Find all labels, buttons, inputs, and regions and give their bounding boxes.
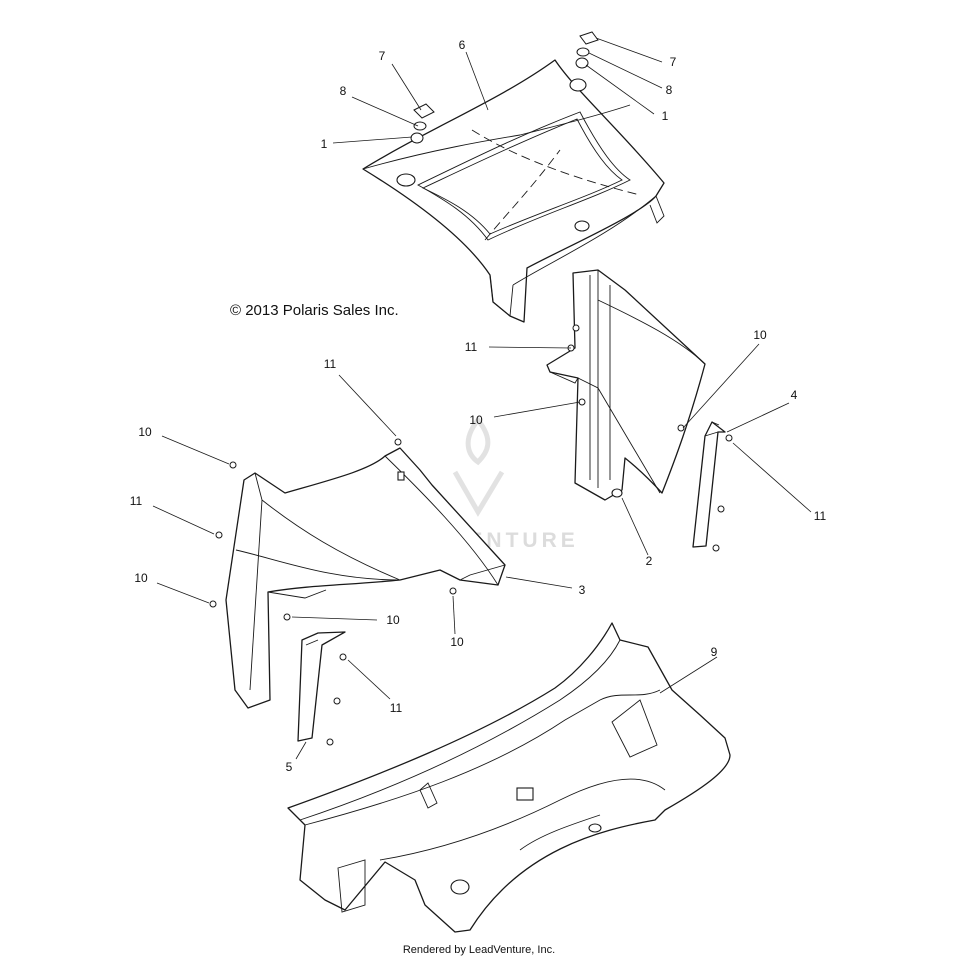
part-3-left-panel (225, 447, 506, 709)
callout-11-left-mid: 11 (130, 494, 143, 508)
part-9-floor-tub (287, 622, 731, 933)
callout-10-left-low: 10 (134, 571, 148, 585)
copyright-text: © 2013 Polaris Sales Inc. (230, 302, 399, 319)
callout-10-center: 10 (386, 613, 400, 627)
leader-lines (152, 37, 812, 760)
callout-11-upper: 11 (465, 340, 478, 354)
washer-icon (413, 121, 427, 131)
callout-10-left-top: 10 (138, 425, 152, 439)
callout-10-bottom: 10 (450, 635, 464, 649)
rendered-by-text: Rendered by LeadVenture, Inc. (403, 944, 555, 956)
callout-9: 9 (711, 645, 718, 659)
callout-11-left-top: 11 (324, 357, 337, 371)
part-4-right-bracket (692, 421, 726, 548)
part-5-left-bracket (297, 631, 346, 742)
callout-7-left: 7 (379, 49, 386, 63)
callout-2: 2 (646, 554, 653, 568)
callout-8-left: 8 (340, 84, 347, 98)
callout-11-right: 11 (814, 509, 827, 523)
part-2-right-panel (546, 269, 706, 501)
callout-7-right: 7 (670, 55, 677, 69)
clip-icon (413, 103, 435, 119)
watermark-flame-icon (465, 415, 491, 466)
callout-5: 5 (286, 760, 293, 774)
part-6-top-panel (362, 59, 665, 323)
watermark-v-icon (452, 470, 505, 517)
callout-3: 3 (579, 583, 586, 597)
callout-11-lower: 11 (390, 701, 403, 715)
callout-6: 6 (459, 38, 466, 52)
callout-1-right: 1 (662, 109, 669, 123)
callout-8-right: 8 (666, 83, 673, 97)
callout-4: 4 (791, 388, 798, 402)
fasteners-top (410, 31, 599, 144)
washer-icon (576, 47, 590, 57)
clip-icon (579, 31, 599, 45)
loose-fasteners (209, 324, 733, 746)
callout-1-left: 1 (321, 137, 328, 151)
callout-10-mid: 10 (469, 413, 483, 427)
callout-10-upper: 10 (753, 328, 767, 342)
grommet-icon (575, 57, 589, 69)
grommet-icon (410, 132, 424, 144)
callout-labels: 7 8 1 6 7 8 1 11 10 10 4 11 2 11 10 11 1… (130, 38, 827, 774)
